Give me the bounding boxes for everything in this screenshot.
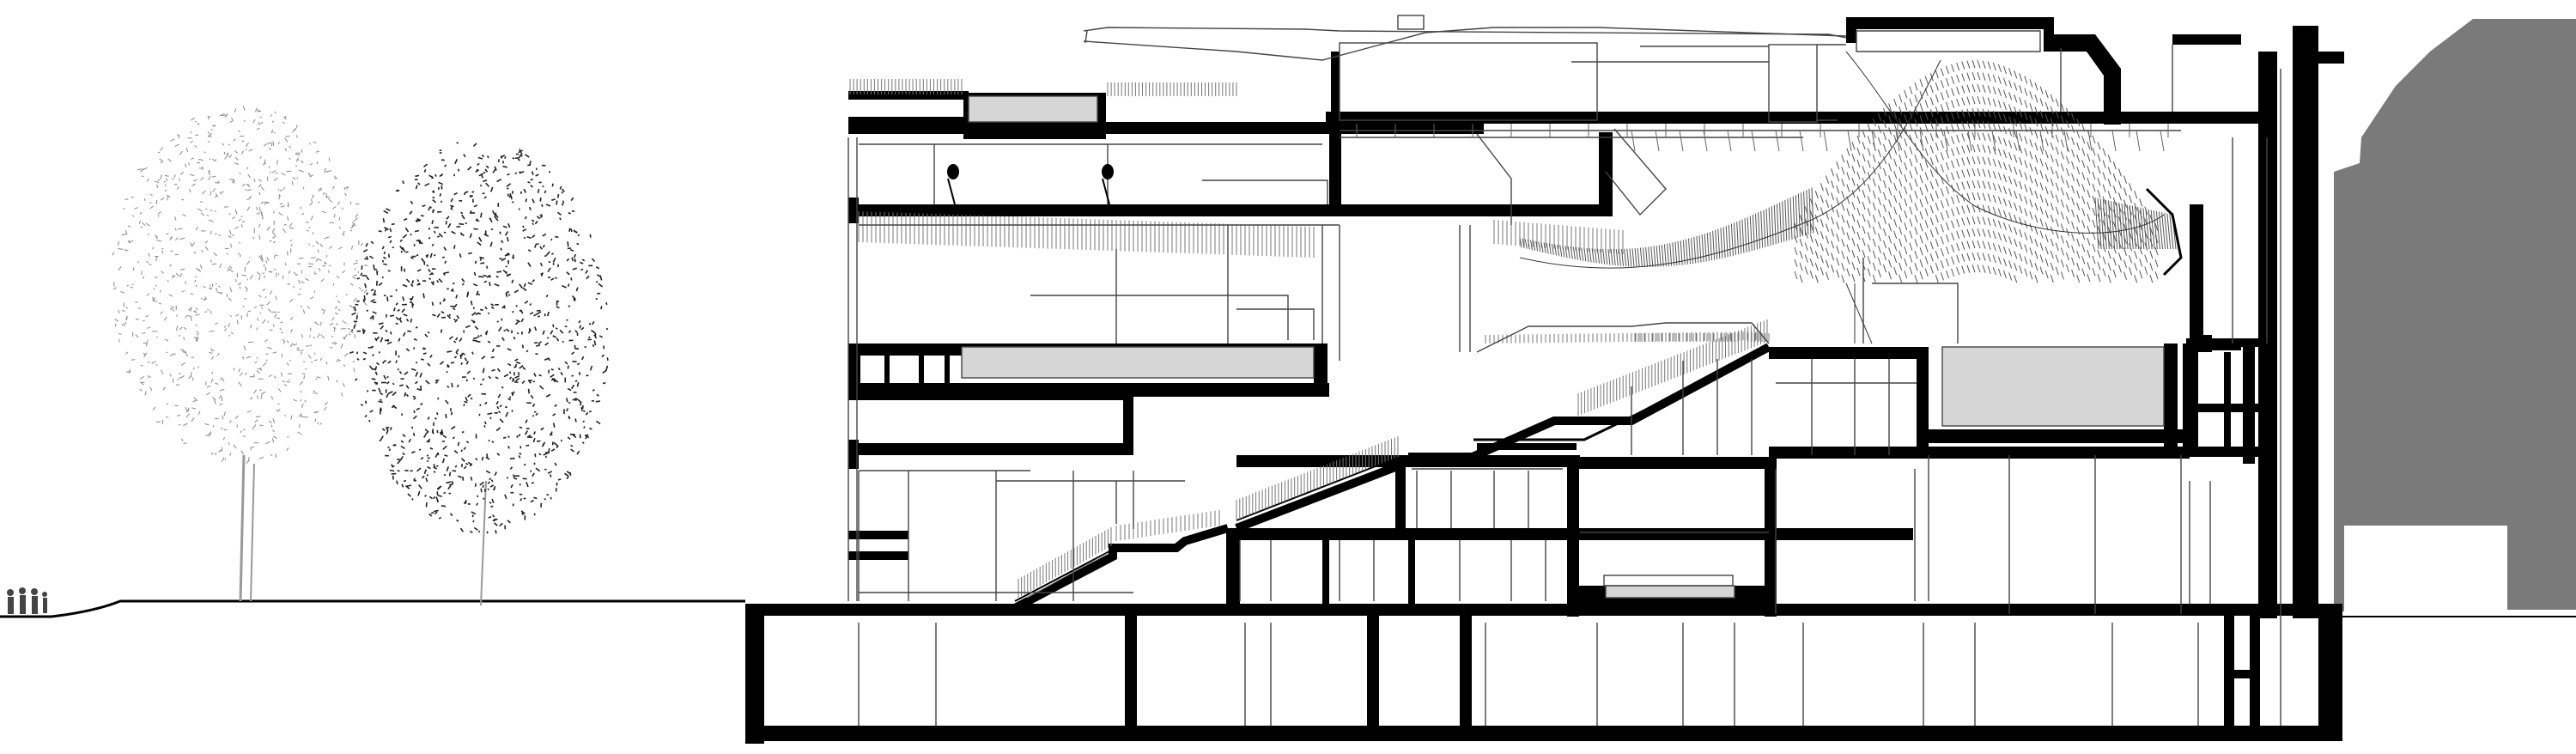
tree-left-foliage xyxy=(112,106,368,465)
tree-right-foliage xyxy=(349,142,609,534)
tree-left xyxy=(112,106,368,602)
stair-railings xyxy=(849,79,1770,598)
neighbour-building xyxy=(2334,19,2576,611)
ceiling-hangers xyxy=(1356,124,2169,152)
tree-right xyxy=(349,142,609,606)
upper-floor-columns xyxy=(947,164,1114,205)
interior-lines xyxy=(848,15,2281,726)
people-figures xyxy=(7,587,47,614)
timber-canopy-sculpture xyxy=(1519,51,2183,344)
ground xyxy=(0,599,2576,618)
stairs xyxy=(1012,343,1771,612)
